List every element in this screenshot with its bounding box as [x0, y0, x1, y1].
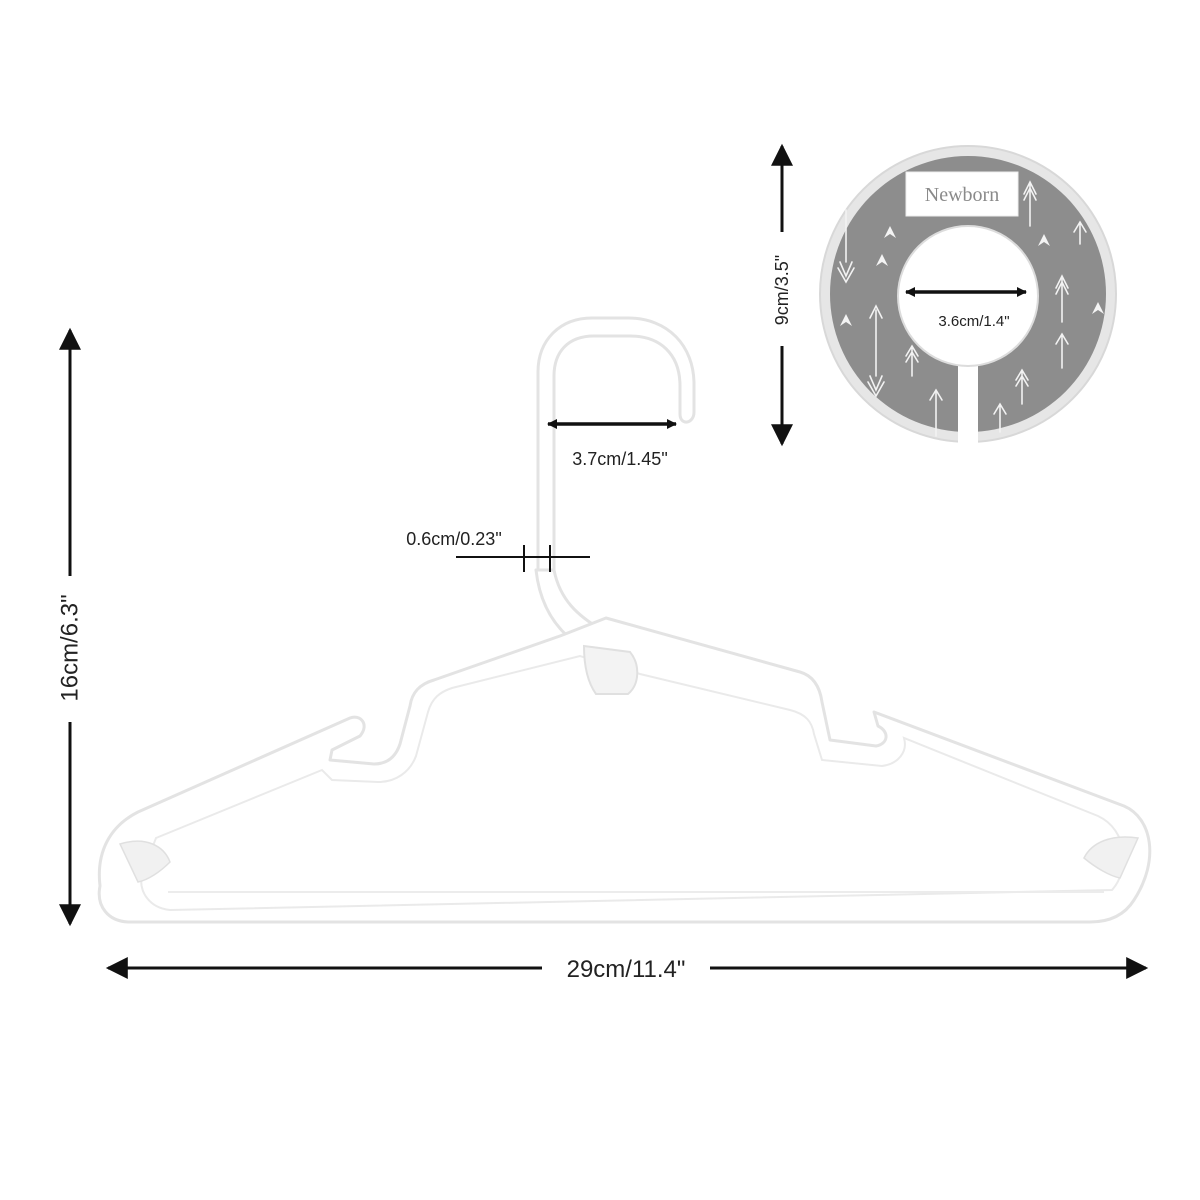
arrow-icon	[1055, 332, 1069, 369]
chevron-icon	[884, 226, 896, 238]
hanger-width-dimension: 29cm/11.4"	[105, 956, 1149, 983]
divider-hole	[897, 225, 1039, 367]
arrow-icon	[867, 304, 885, 398]
arrow-icon	[929, 388, 943, 437]
chevron-icon	[840, 314, 852, 326]
chevron-icon	[876, 254, 888, 266]
divider-hole-label: 3.6cm/1.4"	[938, 313, 1009, 330]
hanger-right-end-pad	[1083, 836, 1140, 879]
arrow-icon	[1055, 274, 1069, 323]
hanger-inner-opening	[140, 654, 1125, 912]
arrow-icon	[905, 344, 919, 377]
hook-opening-label: 3.7cm/1.45"	[572, 449, 667, 469]
hanger-illustration	[97, 316, 1152, 924]
chevron-icon	[1038, 234, 1050, 246]
divider-label-text: Newborn	[925, 184, 999, 206]
hanger-height-dimension: 16cm/6.3"	[57, 327, 84, 927]
arrow-icon	[837, 209, 855, 284]
wire-thickness-dimension: 0.6cm/0.23"	[406, 529, 590, 572]
size-divider-illustration: Newborn	[819, 145, 1117, 446]
hanger-width-label: 29cm/11.4"	[567, 956, 686, 983]
arrow-icon	[1073, 220, 1087, 245]
divider-chevron-pattern	[840, 226, 1104, 326]
divider-arrow-pattern	[837, 180, 1087, 437]
chevron-icon	[1092, 302, 1104, 314]
hanger-left-end-pad	[118, 840, 171, 883]
hook-opening-dimension: 3.7cm/1.45"	[547, 419, 677, 469]
hanger-center-pad	[582, 644, 639, 695]
divider-height-dimension: 9cm/3.5"	[771, 143, 793, 447]
arrow-icon	[1023, 180, 1037, 227]
arrow-icon	[1015, 368, 1029, 405]
divider-height-label: 9cm/3.5"	[772, 255, 792, 325]
arrow-icon	[993, 402, 1007, 433]
hanger-hook	[536, 316, 696, 580]
hanger-body	[97, 616, 1152, 924]
wire-thickness-label: 0.6cm/0.23"	[406, 529, 501, 549]
divider-label-box	[905, 171, 1019, 217]
hanger-height-label: 16cm/6.3"	[57, 594, 84, 701]
